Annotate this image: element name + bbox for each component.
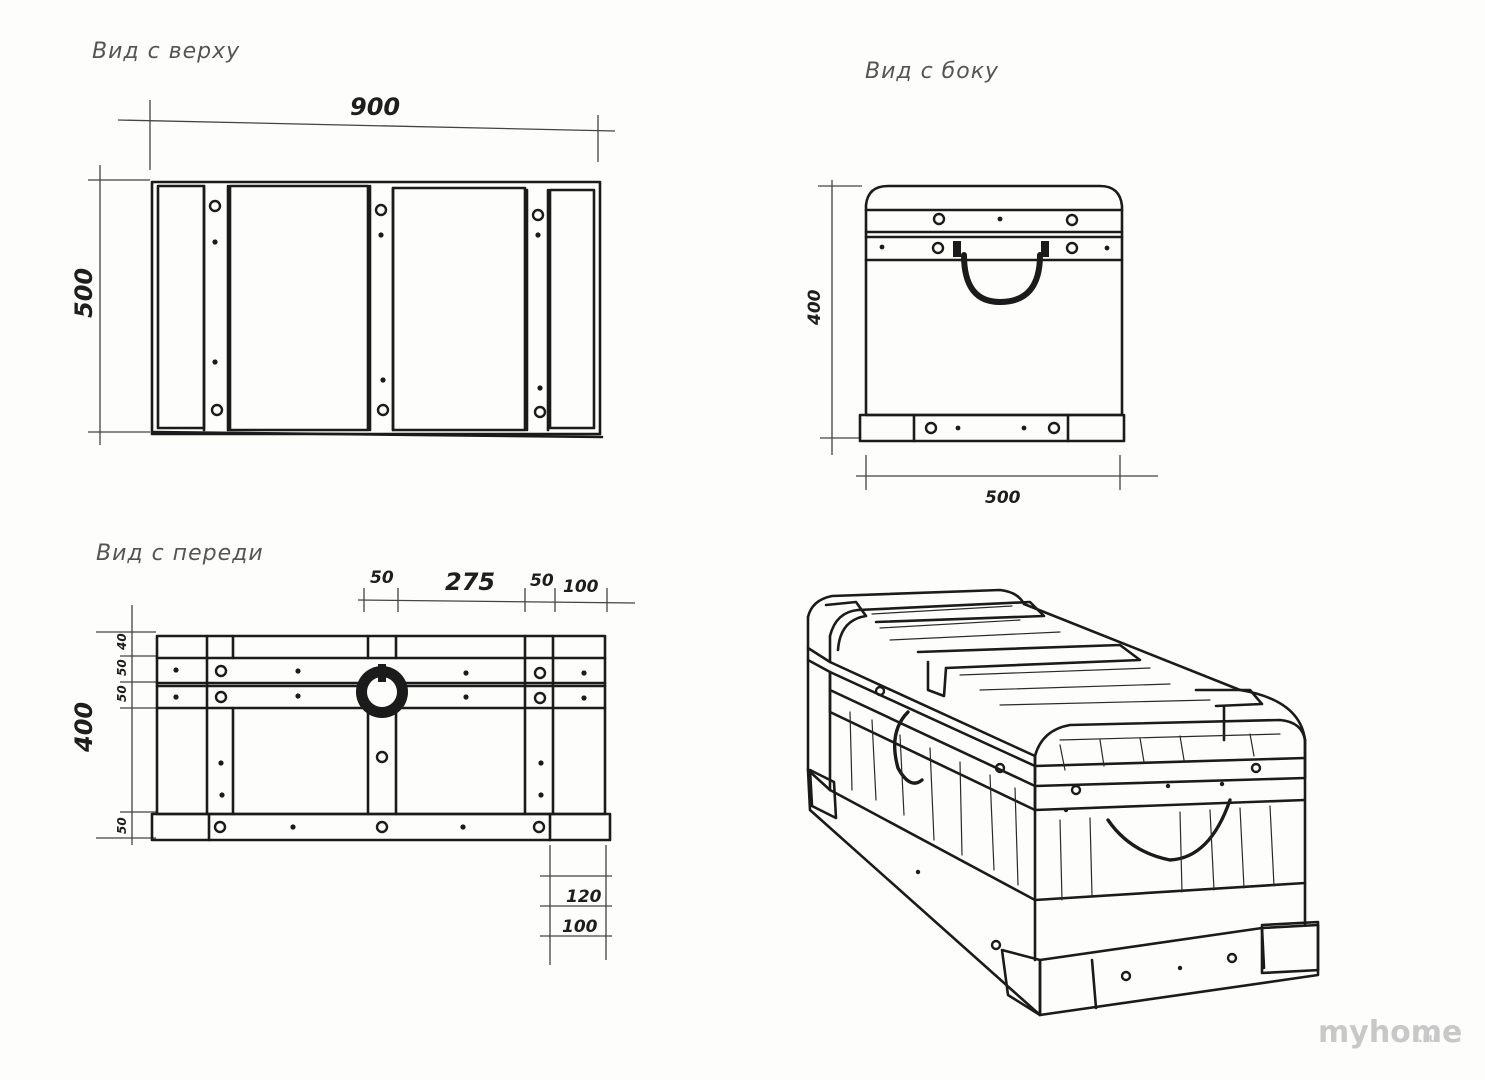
sketch-side-handle [1106,798,1232,862]
top-view-rivets [208,199,547,419]
top-view-right-plank [548,188,596,430]
sketch-end-handle [893,710,924,785]
top-view-depth-label: 500 [70,268,98,318]
sketch-lid-top-edge [806,588,1307,742]
front-view-rivets [173,664,587,834]
front-view: Вид с переди 50 275 50 100 40 50 50 [70,541,636,965]
front-view-base [150,812,612,842]
front-dim-50-b: 50 [115,685,129,702]
front-view-top-dimensions: 50 275 50 100 [357,568,636,612]
top-view-left-panel [228,184,370,432]
side-view-height-label: 400 [805,289,825,326]
side-view: Вид с боку 400 500 [805,59,1158,508]
watermark-suffix: .ru [1418,1031,1437,1045]
front-dim-100: 100 [563,577,599,597]
watermark: myhome .ru [1318,1015,1462,1050]
side-view-base [858,413,1126,443]
front-view-height-label: 400 [70,702,98,753]
front-dim-275: 275 [445,568,495,596]
front-dim-120: 120 [566,887,602,907]
side-view-body [864,184,1124,417]
watermark-text: myhome [1318,1015,1462,1050]
top-view-depth-dimension: 500 [70,165,150,445]
front-view-left-dimensions: 40 50 50 50 400 [70,605,156,845]
side-view-depth-dimension: 500 [856,455,1158,508]
side-view-depth-label: 500 [985,488,1021,508]
top-view-outline [150,180,602,436]
front-view-title: Вид с переди [96,541,264,566]
sketch-wood-grain [849,605,1281,901]
front-dim-100-bottom: 100 [562,917,598,937]
front-dim-40: 40 [115,633,129,651]
top-view-width-dimension: 900 [117,93,616,170]
side-view-height-dimension: 400 [805,180,862,455]
top-view-left-plank [156,184,206,430]
front-view-body [155,634,607,816]
top-view: Вид с верху 900 500 [70,39,616,445]
top-view-width-label: 900 [350,93,400,121]
side-view-handle-left-mount [953,241,961,257]
side-view-handle-right-mount [1041,241,1049,257]
sketch-body-bottom-edge [828,788,1307,902]
sketch-rivets [874,685,1262,982]
front-dim-50-left: 50 [370,568,394,588]
front-dim-50-right: 50 [530,571,554,591]
front-dim-50-a: 50 [115,659,129,676]
side-view-handle [961,252,1043,305]
front-dim-50-c: 50 [115,817,129,834]
top-view-title: Вид с верху [92,39,240,64]
front-view-bottom-dimensions: 120 100 [540,845,612,965]
top-view-right-panel [391,186,527,432]
side-view-rivets [879,212,1110,435]
side-view-title: Вид с боку [865,59,999,84]
chest-perspective-sketch [806,588,1320,1017]
